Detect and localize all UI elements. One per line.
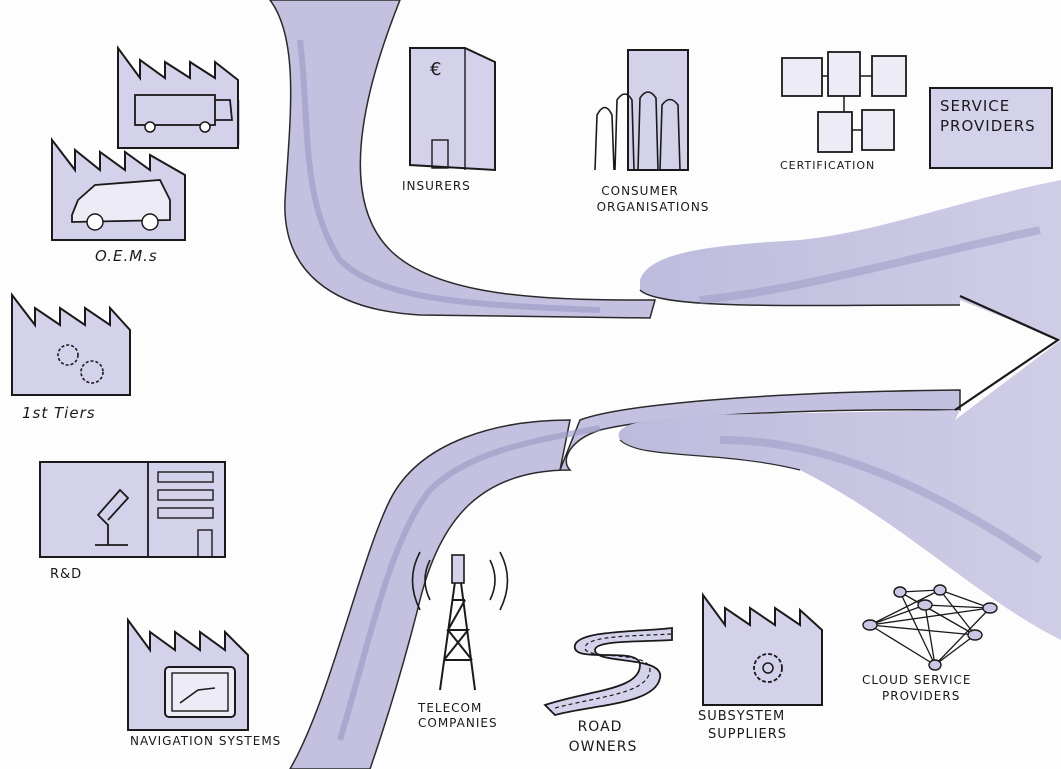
certification-diagram: [781, 51, 907, 153]
label-consumer-line2: ORGANISATIONS: [596, 200, 710, 214]
label-insurers: INSURERS: [402, 179, 471, 193]
label-telecom-line2: COMPANIES: [418, 716, 498, 730]
upper-stream: [269, 0, 656, 319]
label-service-line2: PROVIDERS: [940, 117, 1036, 136]
label-service-line1: SERVICE: [940, 97, 1011, 115]
label-road-line2: OWNERS: [568, 739, 638, 755]
navigation-factory: [127, 616, 249, 731]
label-tiers: 1st Tiers: [22, 404, 96, 422]
label-consumer-line1: CONSUMER: [601, 184, 679, 198]
label-subsystem-line1: SUBSYSTEM: [698, 709, 786, 724]
cloud-network-icon: [862, 584, 998, 671]
road-icon: [543, 626, 673, 717]
rnd-building: [39, 461, 226, 558]
main-arrow: [618, 180, 1061, 640]
oem-car-factory: [51, 137, 186, 241]
label-cloud-line2: PROVIDERS: [882, 689, 961, 703]
label-subsystem-line2: SUPPLIERS: [708, 727, 788, 742]
subsystem-factory: [702, 591, 823, 706]
label-cloud-line1: CLOUD SERVICE: [862, 673, 972, 687]
service-providers-box: [929, 87, 1053, 169]
label-rnd: R&D: [50, 567, 83, 582]
euro-icon: €: [430, 59, 443, 80]
label-telecom-line1: TELECOM: [418, 701, 483, 715]
lower-stream: [289, 389, 961, 769]
telecom-tower: [411, 551, 509, 691]
label-road-line1: ROAD: [577, 719, 623, 735]
oem-truck-factory: [117, 44, 240, 149]
label-certification: CERTIFICATION: [780, 159, 876, 172]
consumer-organisations-group: [594, 49, 689, 171]
tiers-factory: [11, 292, 131, 396]
insurers-building: [409, 47, 496, 172]
label-navigation: NAVIGATION SYSTEMS: [130, 734, 282, 748]
label-oems: O.E.M.s: [95, 247, 158, 265]
label-service-providers: SERVICE PROVIDERS: [940, 96, 1052, 137]
